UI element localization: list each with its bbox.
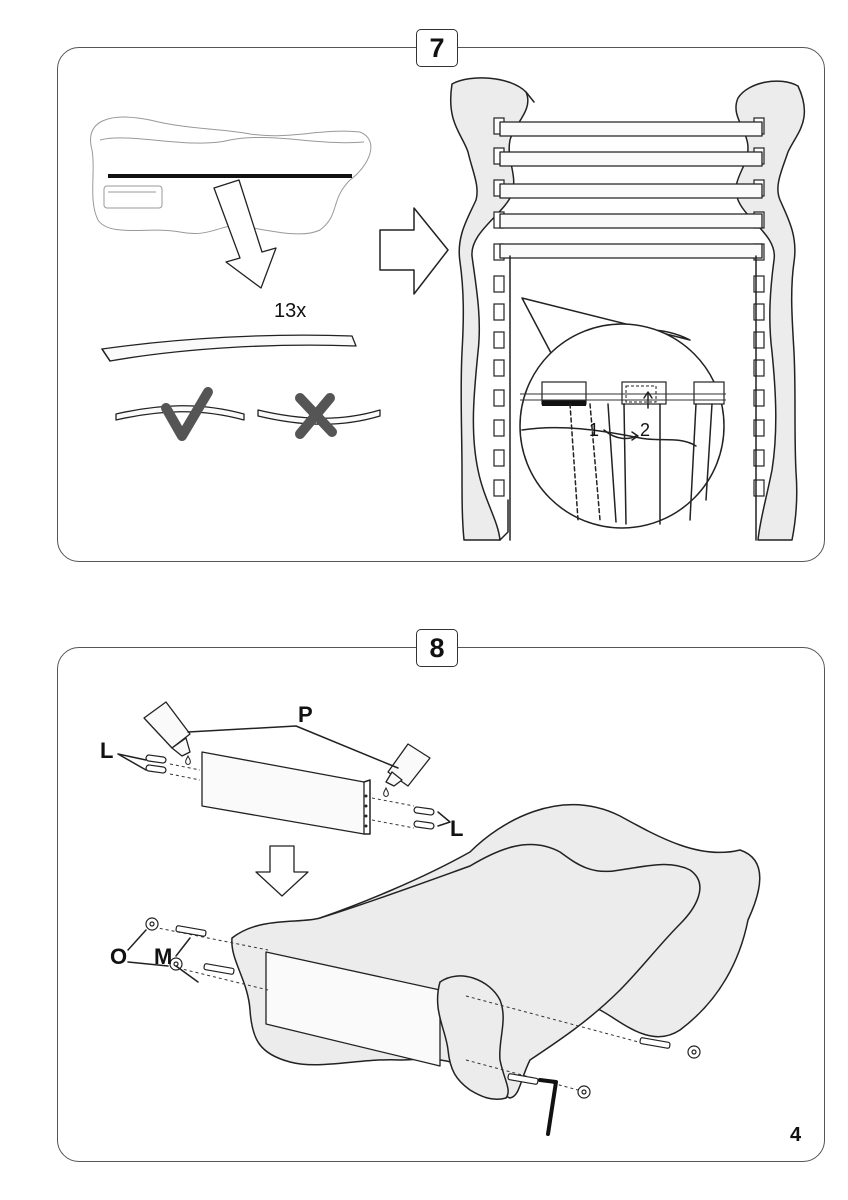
glue-bottle-icon-left <box>143 701 191 765</box>
cross-icon <box>295 393 337 439</box>
package-label-box <box>103 185 163 209</box>
slat-incorrect-orientation <box>257 409 381 425</box>
installed-slats <box>499 121 763 259</box>
bolt-icons <box>175 925 671 1085</box>
checkmark-icon <box>161 387 213 441</box>
down-arrow-step-8 <box>255 845 309 897</box>
curved-slat <box>101 334 357 362</box>
bed-side-left <box>450 77 529 541</box>
slat-quantity-label: 13x <box>274 300 307 322</box>
glue-bottle-icon-right <box>383 743 431 797</box>
dowels-left <box>145 754 167 774</box>
allen-key-icon <box>538 1078 558 1136</box>
zoom-marker-1: 1 <box>589 420 600 440</box>
step-7-number: 7 <box>416 29 458 67</box>
washer-icons <box>145 917 701 1099</box>
slat-correct-orientation <box>115 405 245 421</box>
assembled-bed <box>147 804 761 1101</box>
step-8-panel <box>57 647 825 1162</box>
right-arrow <box>379 207 449 295</box>
part-label-O: O <box>110 944 128 969</box>
part-label-M: M <box>154 944 173 969</box>
dowels-right <box>413 806 435 830</box>
package-outline <box>90 116 372 235</box>
part-label-L-left: L <box>100 738 114 763</box>
part-label-P: P <box>298 702 313 727</box>
bed-side-right <box>735 80 806 541</box>
part-label-L-right: L <box>450 816 464 841</box>
down-arrow <box>213 179 277 289</box>
step-8-number: 8 <box>416 629 458 667</box>
zoom-marker-2: 2 <box>640 420 651 440</box>
left-slat-holders <box>493 117 505 497</box>
zoom-detail-circle <box>519 323 725 529</box>
zoom-detail-content <box>520 381 726 525</box>
page-number: 4 <box>790 1124 802 1146</box>
